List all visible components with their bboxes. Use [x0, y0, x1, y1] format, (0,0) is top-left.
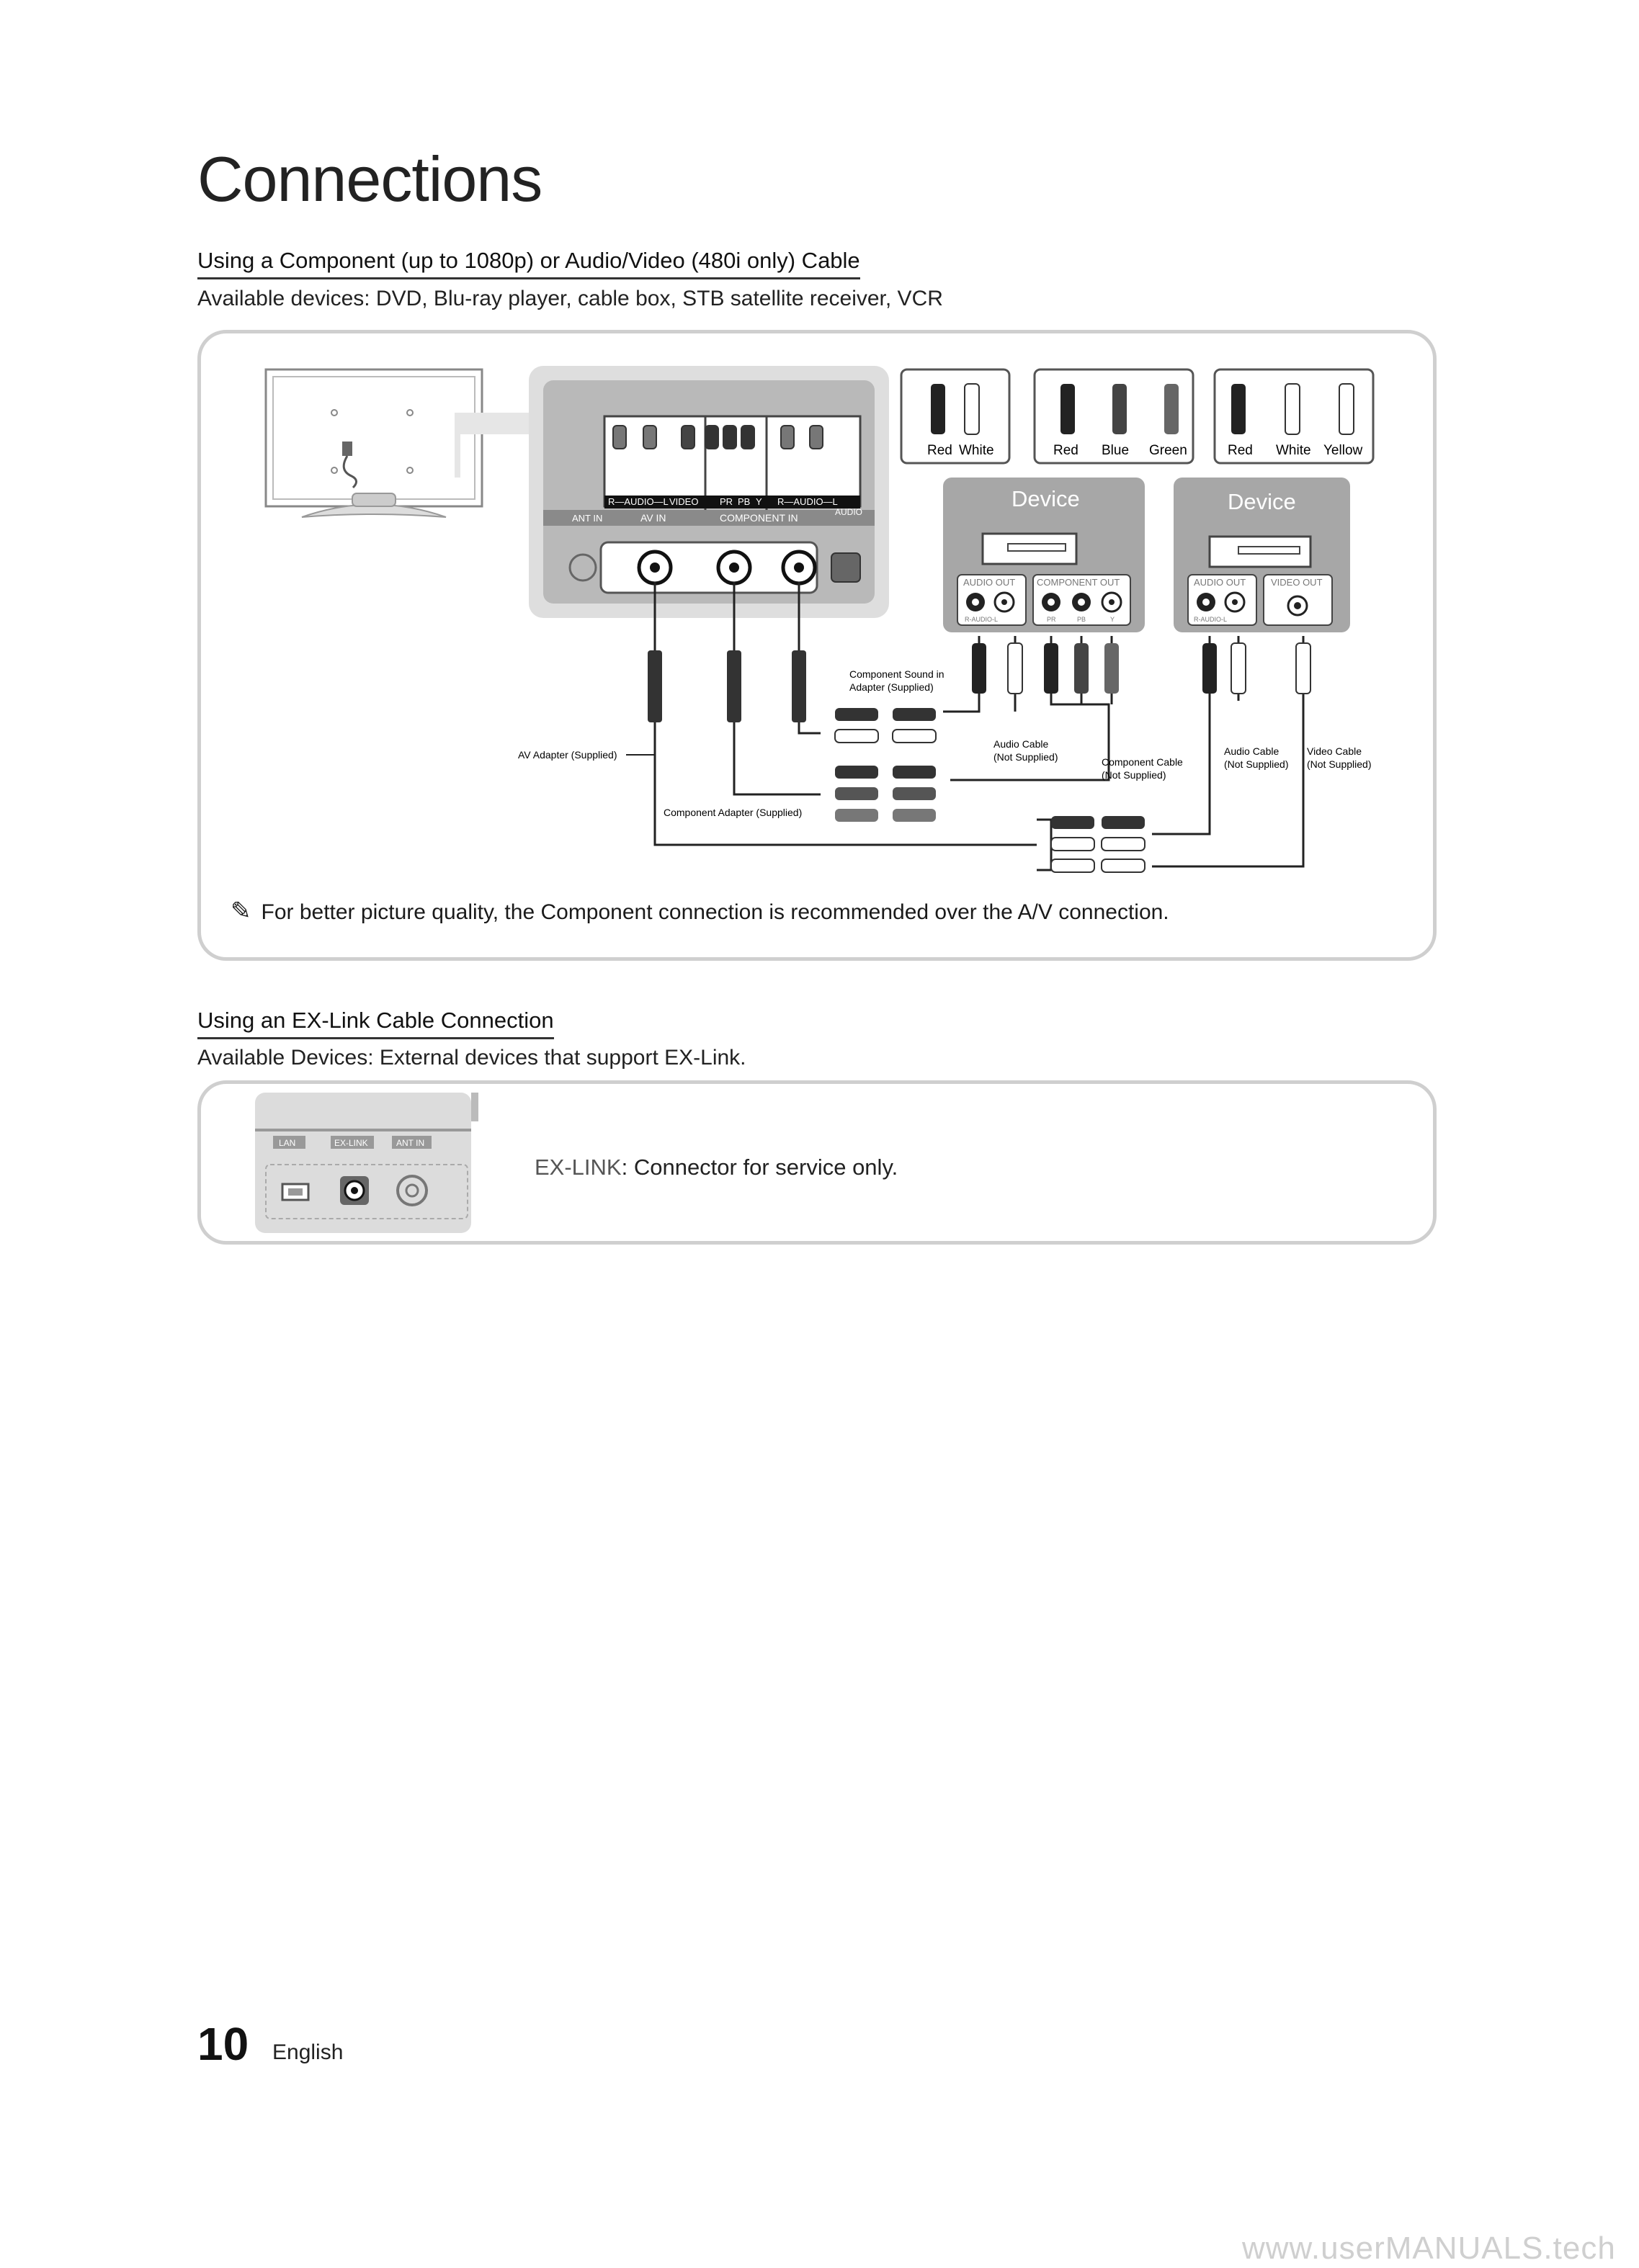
- device-1: Device AUDIO OUT COMPONENT OUT R-AUDIO-L…: [943, 478, 1145, 632]
- tv-port-panel: R—AUDIO—L VIDEO PR PB Y R—AUDIO—L ANT IN…: [529, 366, 889, 618]
- section-heading-component: Using a Component (up to 1080p) or Audio…: [197, 248, 860, 280]
- section-heading-exlink: Using an EX-Link Cable Connection: [197, 1008, 554, 1040]
- device-1-sub-pb: PB: [1077, 616, 1086, 623]
- tv-component-in-label: COMPONENT IN: [720, 512, 798, 524]
- tv-audio-strip-label: R—AUDIO—L: [608, 496, 669, 507]
- available-devices-exlink: Available Devices: External devices that…: [197, 1046, 746, 1070]
- tv-video-label: VIDEO: [669, 496, 698, 507]
- device-1-sub-y: Y: [1110, 616, 1115, 623]
- available-devices-component: Available devices: DVD, Blu-ray player, …: [197, 287, 943, 310]
- tv-audio-out-label: AUDIO: [835, 507, 862, 517]
- device-1-sub-audio: R-AUDIO-L: [965, 616, 998, 623]
- component-diagram-panel: R—AUDIO—L VIDEO PR PB Y R—AUDIO—L ANT IN…: [197, 330, 1437, 961]
- device-2: Device AUDIO OUT VIDEO OUT R-AUDIO-L: [1174, 478, 1350, 632]
- device-1-audio-out: AUDIO OUT: [963, 577, 1015, 588]
- legend-red-blue-green: Red Blue Green: [1033, 368, 1194, 465]
- adapter-plugs: [648, 642, 1311, 873]
- legend-red-white-yellow: Red White Yellow: [1213, 368, 1375, 465]
- port-lan-label: LAN: [279, 1138, 295, 1148]
- callout-component-adapter: Component Adapter (Supplied): [664, 807, 802, 818]
- port-exlink-label: EX-LINK: [334, 1138, 368, 1148]
- tv-pr-label: PR: [720, 496, 733, 507]
- tv-y-label: Y: [756, 496, 762, 507]
- callout-component-cable-a: Component Cable: [1102, 756, 1183, 768]
- exlink-description: EX-LINK: Connector for service only.: [535, 1155, 898, 1180]
- callout-audio-cable-1a: Audio Cable: [993, 738, 1048, 750]
- legend-3-red: Red: [1228, 443, 1253, 458]
- device-2-sub-audio: R-AUDIO-L: [1194, 616, 1227, 623]
- callout-audio-cable-2b: (Not Supplied): [1224, 758, 1289, 770]
- legend-2-green: Green: [1149, 443, 1187, 458]
- tv-rear-illustration: [264, 368, 540, 518]
- callout-video-cable-a: Video Cable: [1307, 745, 1362, 757]
- exlink-term: EX-LINK: [535, 1155, 622, 1180]
- legend-3-white: White: [1276, 443, 1311, 458]
- page-language: English: [272, 2040, 344, 2064]
- legend-2-blue: Blue: [1102, 443, 1129, 458]
- legend-red-white: Red White: [900, 368, 1011, 465]
- legend-3-yellow: Yellow: [1323, 443, 1363, 458]
- component-note: ✎ For better picture quality, the Compone…: [231, 897, 1169, 925]
- watermark: www.userMANUALS.tech: [1242, 2231, 1616, 2266]
- component-connection-diagram: R—AUDIO—L VIDEO PR PB Y R—AUDIO—L ANT IN…: [264, 366, 1375, 873]
- page-title: Connections: [197, 143, 542, 215]
- tv-pb-label: PB: [738, 496, 750, 507]
- device-1-component-out: COMPONENT OUT: [1037, 577, 1120, 588]
- exlink-port-illustration: LAN EX-LINK ANT IN: [255, 1093, 478, 1233]
- port-ant-in-label: ANT IN: [396, 1138, 424, 1148]
- device-1-sub-pr: PR: [1047, 616, 1056, 623]
- callout-component-sound-1: Component Sound in: [849, 668, 944, 680]
- legend-2-red: Red: [1053, 443, 1078, 458]
- tv-ant-in-label: ANT IN: [572, 513, 602, 524]
- callout-video-cable-b: (Not Supplied): [1307, 758, 1372, 770]
- device-2-label: Device: [1228, 489, 1296, 514]
- tv-av-in-label: AV IN: [640, 512, 666, 524]
- device-2-audio-out: AUDIO OUT: [1194, 577, 1246, 588]
- exlink-panel: LAN EX-LINK ANT IN: [197, 1080, 1437, 1245]
- page-number: 10: [197, 2018, 249, 2070]
- device-2-video-out: VIDEO OUT: [1271, 577, 1323, 588]
- note-pencil-icon: ✎: [231, 897, 251, 925]
- callout-component-sound-2: Adapter (Supplied): [849, 681, 934, 693]
- note-text: For better picture quality, the Componen…: [261, 900, 1169, 924]
- tv-audio-strip-2-label: R—AUDIO—L: [777, 496, 838, 507]
- device-1-label: Device: [1011, 486, 1080, 511]
- callout-audio-cable-1b: (Not Supplied): [993, 751, 1058, 763]
- legend-1-white: White: [959, 443, 994, 458]
- callout-audio-cable-2a: Audio Cable: [1224, 745, 1279, 757]
- callout-av-adapter: AV Adapter (Supplied): [518, 749, 617, 761]
- callout-component-cable-b: (Not Supplied): [1102, 769, 1166, 781]
- callout-labels: Component Sound in Adapter (Supplied) AV…: [518, 668, 1372, 818]
- legend-1-red: Red: [927, 443, 952, 458]
- exlink-desc: : Connector for service only.: [621, 1155, 898, 1180]
